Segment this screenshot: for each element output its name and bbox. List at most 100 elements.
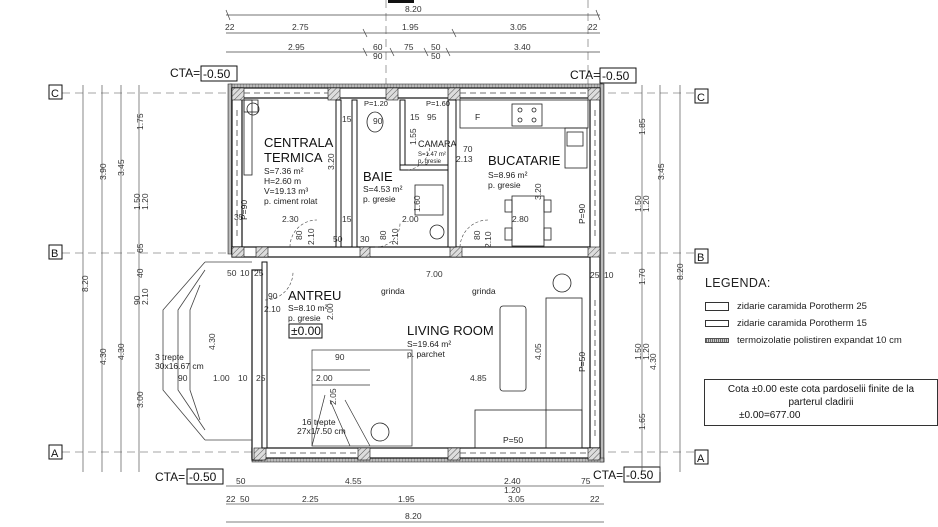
svg-text:50: 50 [236,476,246,486]
svg-text:8.20: 8.20 [80,275,90,292]
svg-text:CTA=: CTA= [593,468,623,482]
svg-text:40: 40 [135,268,145,278]
svg-text:±0.00: ±0.00 [291,324,321,338]
legend-item-porotherm-15: zidarie caramida Porotherm 15 [705,315,935,332]
legend-item-label: termoizolatie polistiren expandat 10 cm [737,335,902,346]
svg-text:2.75: 2.75 [292,22,309,32]
svg-text:1.20: 1.20 [504,485,521,495]
svg-text:-0.50: -0.50 [203,67,231,81]
svg-text:3.00: 3.00 [135,391,145,408]
svg-text:50: 50 [240,494,250,504]
svg-text:15: 15 [342,214,352,224]
svg-text:P=50: P=50 [503,435,523,445]
svg-text:60: 60 [373,42,383,52]
cta-bottom-right: CTA= -0.50 [593,466,661,483]
svg-text:3.45: 3.45 [656,163,666,180]
svg-text:35: 35 [234,212,244,222]
svg-text:90: 90 [178,373,188,383]
svg-text:2.80: 2.80 [512,214,529,224]
svg-text:4.55: 4.55 [345,476,362,486]
svg-text:70: 70 [463,144,473,154]
legend-item-insulation: termoizolatie polistiren expandat 10 cm [705,332,935,349]
svg-text:1.70: 1.70 [637,268,647,285]
legend-item-label: zidarie caramida Porotherm 15 [737,318,867,329]
svg-text:P=90: P=90 [577,204,587,224]
svg-text:75: 75 [404,42,414,52]
svg-text:10: 10 [240,268,250,278]
svg-text:TERMICA: TERMICA [264,150,323,165]
svg-text:2.13: 2.13 [456,154,473,164]
svg-text:4.05: 4.05 [533,343,543,360]
svg-text:3.45: 3.45 [116,159,126,176]
svg-text:CTA=: CTA= [570,68,600,82]
left-dimension-lines [82,85,140,472]
svg-text:grinda: grinda [381,286,405,296]
svg-text:1.20: 1.20 [641,343,651,360]
svg-text:22: 22 [225,22,235,32]
svg-text:3.05: 3.05 [510,22,527,32]
svg-text:p. gresie: p. gresie [418,159,442,165]
axis-b-left: B [51,248,58,260]
svg-text:90: 90 [268,291,278,301]
axis-a-right: A [697,453,705,465]
svg-text:30: 30 [360,234,370,244]
insulation-swatch-icon [705,338,729,343]
note-line-2: parterul cladirii [788,397,854,408]
svg-text:15: 15 [410,112,420,122]
room-living: LIVING ROOM S=19.64 m² p. parchet [407,323,494,359]
svg-text:BUCATARIE: BUCATARIE [488,153,561,168]
note-line-1: Cota ±0.00 este cota pardoselii finite d… [727,384,915,395]
interior-stairs [311,349,413,447]
svg-text:95: 95 [427,112,437,122]
axis-c-right: C [697,92,705,104]
svg-text:F: F [475,112,480,122]
svg-text:V=19.13 m³: V=19.13 m³ [264,186,308,196]
svg-text:8.20: 8.20 [405,4,422,14]
kitchen-fixtures [459,99,589,247]
svg-text:CTA=: CTA= [170,66,200,80]
svg-text:10: 10 [238,373,248,383]
svg-text:75: 75 [581,476,591,486]
room-antreu: ANTREU S=8.10 m² p. gresie ±0.00 [288,288,341,339]
bathroom-fixtures [366,111,445,240]
svg-text:8.20: 8.20 [405,511,422,521]
svg-text:7.00: 7.00 [426,269,443,279]
legend-item-porotherm-25: zidarie caramida Porotherm 25 [705,298,935,315]
room-camara: CAMARA S=1.47 m² p. gresie [418,139,457,165]
svg-text:1.65: 1.65 [637,413,647,430]
svg-text:80: 80 [472,230,482,240]
svg-text:grinda: grinda [472,286,496,296]
svg-text:1.60: 1.60 [412,195,422,212]
bottom-dimension-lines [226,485,604,523]
svg-text:2.40: 2.40 [504,476,521,486]
svg-text:p. ciment rolat: p. ciment rolat [264,196,318,206]
svg-text:-0.50: -0.50 [626,468,654,482]
svg-text:P=1.20: P=1.20 [364,99,388,108]
svg-text:-0.50: -0.50 [602,69,630,83]
svg-text:S=7.36 m²: S=7.36 m² [264,166,304,176]
svg-text:3.40: 3.40 [514,42,531,52]
svg-text:1.50: 1.50 [132,193,142,210]
bottom-dimensions: 50 4.55 2.40 1.20 75 22 50 2.25 1.95 3.0… [226,476,600,521]
elevation-note: Cota ±0.00 este cota pardoselii finite d… [704,379,938,426]
top-marker [388,0,414,3]
svg-text:3.20: 3.20 [533,183,543,200]
svg-text:CAMARA: CAMARA [418,139,457,149]
svg-text:90: 90 [335,352,345,362]
living-fixtures [370,273,583,449]
room-bucatarie: BUCATARIE S=8.96 m² p. gresie [488,153,561,190]
svg-text:2.10: 2.10 [390,228,400,245]
svg-text:3.05: 3.05 [508,494,525,504]
svg-text:1.50: 1.50 [633,195,643,212]
svg-text:S=8.96 m²: S=8.96 m² [488,170,528,180]
window-lines [236,92,596,454]
room-centrala-termica: CENTRALA TERMICA S=7.36 m² H=2.60 m V=19… [264,135,334,206]
brick-15-swatch-icon [705,320,729,327]
svg-text:10: 10 [604,270,614,280]
svg-text:1.20: 1.20 [140,193,150,210]
axis-markers: C B A C B A [48,84,709,465]
svg-text:P=50: P=50 [577,352,587,372]
note-line-3: ±0.00=677.00 [739,410,801,421]
svg-text:2.95: 2.95 [288,42,305,52]
